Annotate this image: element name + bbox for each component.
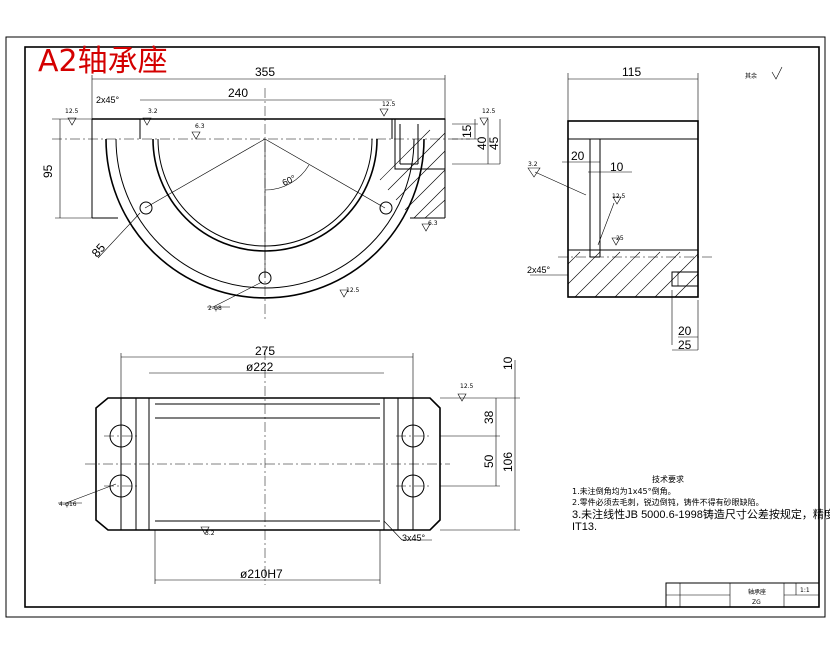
dim-10: 10 <box>610 160 624 174</box>
roughness-label-12: 3.2 <box>205 530 215 537</box>
dim-106: 106 <box>501 452 515 472</box>
side-view: 115 20 10 2x45° 20 25 <box>527 65 783 352</box>
scale: 1:1 <box>800 587 810 594</box>
dim-115: 115 <box>622 65 641 79</box>
technical-requirements: 技术要求 1.未注倒角均为1x45°倒角。 2.零件必须去毛刺，锐边倒钝，铸件不… <box>572 474 830 533</box>
dim-15: 15 <box>460 124 474 138</box>
roughness-label-2: 3.2 <box>148 108 158 115</box>
roughness-symbols-top <box>67 108 489 298</box>
roughness-label-4: 12.5 <box>382 101 396 108</box>
dim-50: 50 <box>482 454 496 468</box>
plan-view: 275 ø222 ø210H7 10 38 50 106 3x45° 4-φ16 <box>58 344 520 585</box>
roughness-label-3: 6.3 <box>195 123 205 130</box>
tech-req-2: 2.零件必须去毛刺，锐边倒钝，铸件不得有砂眼缺陷。 <box>572 497 764 507</box>
tech-req-1: 1.未注倒角均为1x45°倒角。 <box>572 486 676 496</box>
roughness-note: 其余 <box>745 72 757 80</box>
roughness-label-8: 3.2 <box>528 161 538 168</box>
dim-45: 45 <box>487 136 501 150</box>
roughness-label-6: 6.3 <box>428 220 438 227</box>
dim-chamfer-bottom: 3x45° <box>402 533 426 543</box>
roughness-label-7: 12.5 <box>346 287 360 294</box>
roughness-label-10: 25 <box>616 235 624 242</box>
tech-req-3: 3.未注线性JB 5000.6-1998铸造尺寸公差按规定，精度 <box>572 507 830 521</box>
dim-20-bottom: 20 <box>678 324 692 338</box>
front-view: 355 240 2x45° 95 60° 85 15 40 45 2-φ8 <box>41 65 501 320</box>
dim-25: 25 <box>678 338 692 352</box>
material: ZG <box>752 599 761 606</box>
inner-frame <box>24 46 820 608</box>
tech-req-heading: 技术要求 <box>652 474 684 484</box>
dim-chamfer-side: 2x45° <box>527 265 551 275</box>
roughness-label-1: 12.5 <box>65 108 79 115</box>
dim-20-top: 20 <box>571 149 585 163</box>
dim-38: 38 <box>482 410 496 424</box>
dim-10-bottom: 10 <box>501 356 515 370</box>
roughness-label-9: 12.5 <box>612 193 626 200</box>
dim-95: 95 <box>41 164 55 178</box>
dim-222: ø222 <box>246 360 274 374</box>
dim-chamfer-top: 2x45° <box>96 95 120 105</box>
dim-angle: 60° <box>281 173 298 188</box>
dim-275: 275 <box>255 344 275 358</box>
roughness-label-11: 12.5 <box>460 383 474 390</box>
tech-req-4: IT13. <box>572 521 597 533</box>
drawing-title: A2轴承座 <box>38 44 168 79</box>
roughness-label-5: 12.5 <box>482 108 496 115</box>
callout-hole-bottom: 4-φ16 <box>59 501 77 508</box>
dim-210: ø210H7 <box>240 567 283 581</box>
dim-240: 240 <box>228 86 248 100</box>
title-block: 轴承座 ZG 1:1 <box>665 582 820 608</box>
dim-355: 355 <box>255 65 275 79</box>
callout-hole-top: 2-φ8 <box>208 305 222 312</box>
part-name: 轴承座 <box>748 588 766 596</box>
dim-40: 40 <box>475 136 489 150</box>
outer-frame <box>5 36 826 618</box>
dim-r85: 85 <box>89 240 109 260</box>
